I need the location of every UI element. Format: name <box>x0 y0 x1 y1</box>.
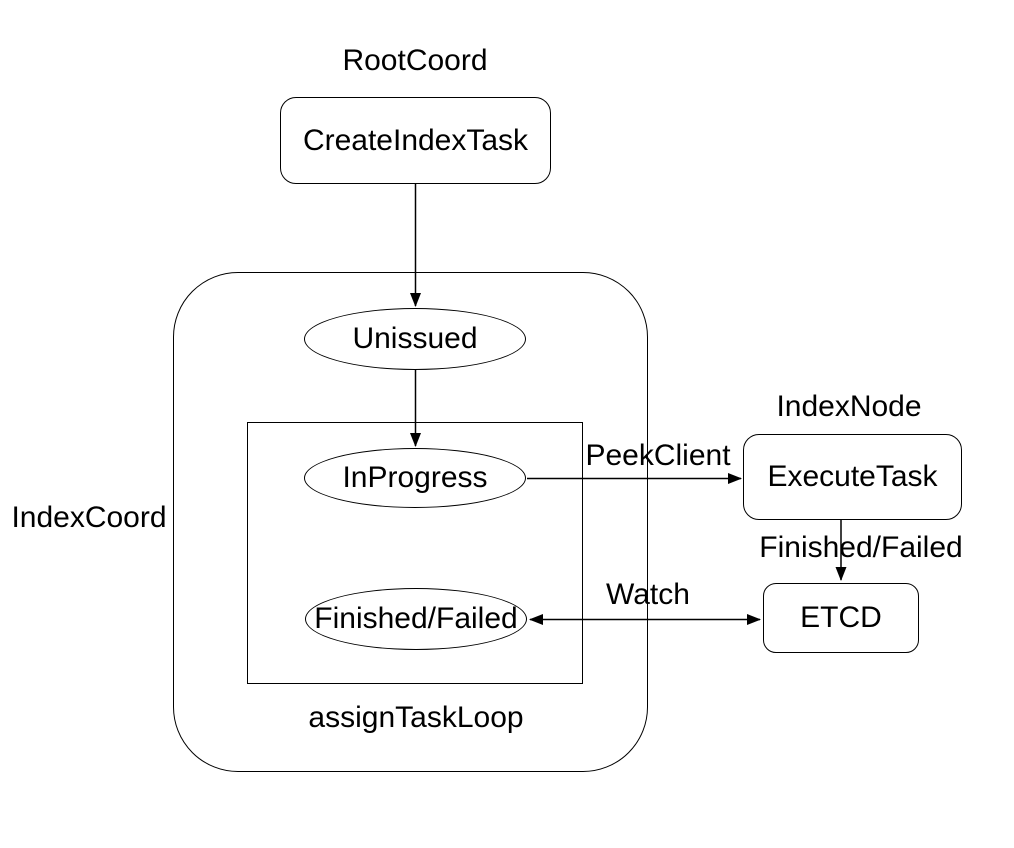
node-in-progress-label: InProgress <box>342 461 488 494</box>
node-execute-task-label: ExecuteTask <box>767 460 938 493</box>
assigntaskloop-label: assignTaskLoop <box>308 701 524 734</box>
node-in-progress: InProgress <box>304 448 526 508</box>
rootcoord-label: RootCoord <box>342 44 488 77</box>
node-unissued-label: Unissued <box>352 322 478 355</box>
assigntaskloop-rect <box>247 422 583 684</box>
indexnode-label: IndexNode <box>776 390 922 423</box>
node-unissued: Unissued <box>304 308 526 370</box>
node-execute-task: ExecuteTask <box>743 434 962 520</box>
edge-label-finished-failed: Finished/Failed <box>759 531 963 564</box>
node-finished-failed: Finished/Failed <box>305 588 527 650</box>
node-finished-failed-label: Finished/Failed <box>314 602 518 635</box>
edge-label-peekclient: PeekClient <box>585 439 731 472</box>
node-etcd-label: ETCD <box>800 601 882 634</box>
node-create-index-task-label: CreateIndexTask <box>302 123 529 157</box>
node-etcd: ETCD <box>763 583 919 653</box>
node-create-index-task: CreateIndexTask <box>280 97 551 184</box>
indexcoord-label: IndexCoord <box>11 501 167 534</box>
edge-label-watch: Watch <box>606 578 690 611</box>
indexcoord-container <box>173 272 648 772</box>
